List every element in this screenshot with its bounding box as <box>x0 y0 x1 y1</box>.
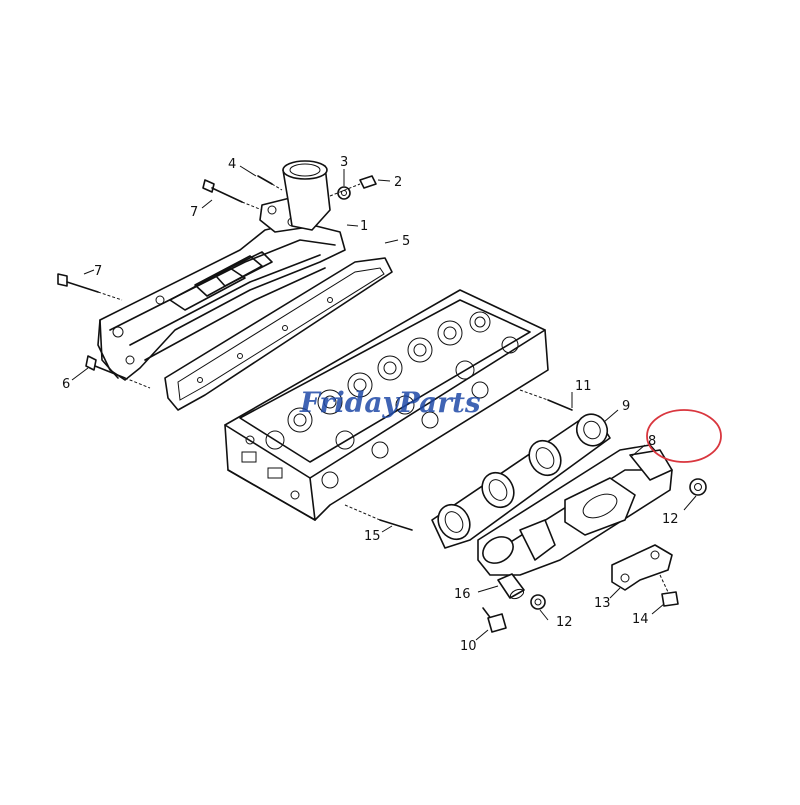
stud-11 <box>519 389 573 411</box>
callout-7-left: 7 <box>94 264 102 279</box>
stud-15 <box>344 504 413 531</box>
callout-2: 2 <box>394 175 402 190</box>
nut-12-right <box>689 478 707 496</box>
callout-8: 8 <box>648 434 656 449</box>
part-3-nut <box>337 186 351 200</box>
bolt-14 <box>659 574 679 607</box>
callout-10: 10 <box>460 639 477 654</box>
callout-16: 16 <box>454 587 471 602</box>
callout-6: 6 <box>62 377 70 392</box>
stud-4 <box>257 175 283 191</box>
bolt-7-top <box>202 179 263 211</box>
callout-4: 4 <box>228 157 236 172</box>
watermark-logo: FridayParts <box>299 386 481 419</box>
exhaust-gasket <box>431 413 611 549</box>
intake-manifold <box>97 160 346 381</box>
bolt-10 <box>482 607 507 633</box>
callout-3: 3 <box>340 155 348 170</box>
part-2-fitting <box>329 175 377 197</box>
nut-12-bottom <box>530 594 546 610</box>
callout-9: 9 <box>622 399 630 414</box>
spacer-16 <box>497 573 525 600</box>
bolt-6 <box>85 355 151 389</box>
callout-13: 13 <box>594 596 611 611</box>
highlight-circle <box>646 409 722 463</box>
bracket-13 <box>611 544 673 591</box>
cylinder-head <box>224 289 549 521</box>
callout-12-right: 12 <box>662 512 679 527</box>
leader-lines <box>71 165 697 641</box>
callout-7-top: 7 <box>190 205 198 220</box>
callout-14: 14 <box>632 612 649 627</box>
bolt-7-left <box>57 273 123 301</box>
callout-11: 11 <box>575 379 592 394</box>
callout-15: 15 <box>364 529 381 544</box>
callout-labels: 1 2 3 4 5 6 7 7 8 9 10 11 12 12 13 14 15… <box>62 155 679 654</box>
callout-1: 1 <box>360 219 368 234</box>
callout-5: 5 <box>402 234 410 249</box>
intake-gasket <box>164 257 393 411</box>
exhaust-manifold <box>477 444 673 576</box>
callout-12-bottom: 12 <box>556 615 573 630</box>
